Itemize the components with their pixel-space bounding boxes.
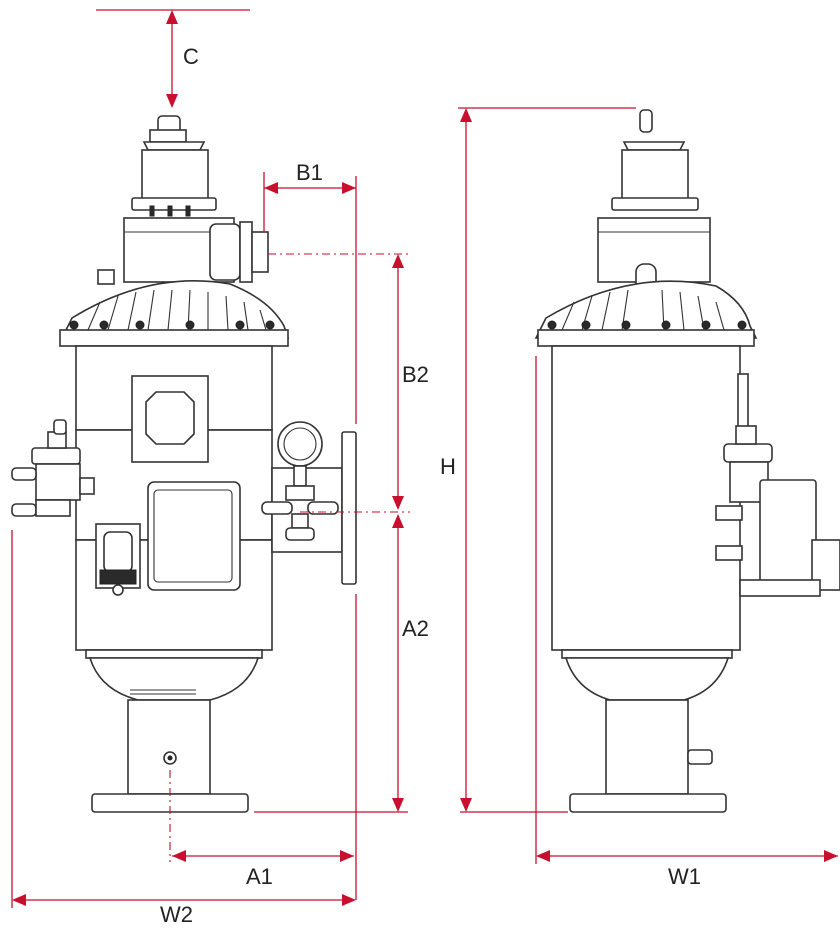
side-view-filter bbox=[534, 109, 840, 813]
dimension-label-c: C bbox=[183, 44, 199, 69]
dimension-label-h: H bbox=[440, 454, 456, 479]
dimension-label-a1: A1 bbox=[246, 864, 273, 889]
dimension-label-b2: B2 bbox=[402, 362, 429, 387]
dimension-label-w1: W1 bbox=[668, 864, 701, 889]
dimension-label-b1: B1 bbox=[296, 160, 323, 185]
dimension-label-w2: W2 bbox=[160, 902, 193, 927]
front-view-filter bbox=[11, 115, 357, 813]
dimension-label-a2: A2 bbox=[402, 616, 429, 641]
dimension-lines bbox=[11, 9, 838, 908]
